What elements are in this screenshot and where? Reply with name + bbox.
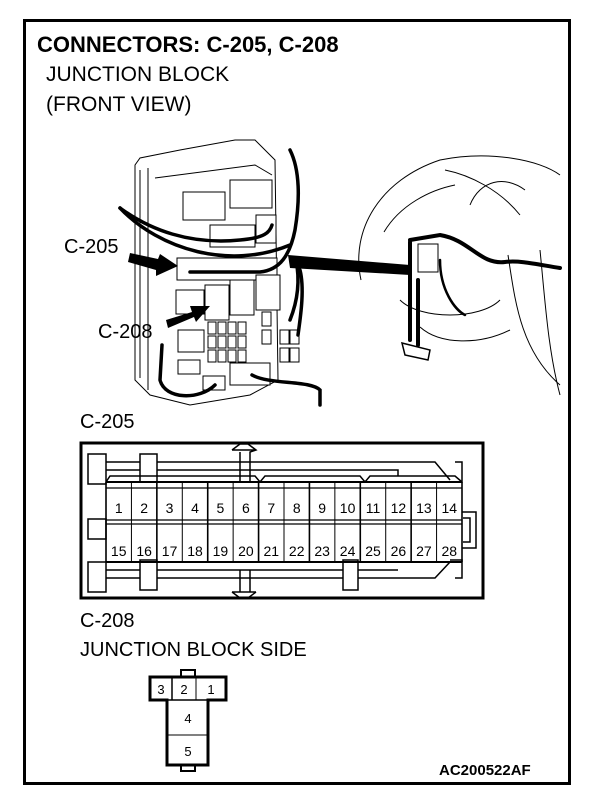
c208-pin-1: 1 [207,682,214,697]
c208-pin-labels: 3 2 1 4 5 [157,682,214,759]
c205-location-connector [417,243,439,273]
c208-relay [204,284,230,321]
subtitle-junction-block: JUNCTION BLOCK [46,63,230,86]
c205-housing [176,257,278,281]
c205-pin-23: 23 [314,543,330,559]
c208-pin-4: 4 [184,711,191,726]
c208-housing [148,675,228,767]
c205-pin-3: 3 [166,500,174,516]
steering-column-illustration [358,155,561,396]
c205-pin-5: 5 [217,500,225,516]
c205-pin-4: 4 [191,500,199,516]
c205-pin-21: 21 [263,543,279,559]
c205-pin-12: 12 [391,500,407,516]
diagram-title: CONNECTORS: C-205, C-208 [37,32,339,57]
c205-pin-15: 15 [111,543,127,559]
c205-pin-26: 26 [391,543,407,559]
c205-pin-16: 16 [136,543,152,559]
c205-pin-17: 17 [162,543,178,559]
c205-pin-18: 18 [187,543,203,559]
callout-c208-label: C-208 [98,321,153,343]
relay-upper-left [182,191,226,221]
c205-pin-6: 6 [242,500,250,516]
c208-pin-3: 3 [157,682,164,697]
c205-pin-10: 10 [340,500,356,516]
diagram-frame [23,19,571,785]
c208-pin-5: 5 [184,744,191,759]
c205-pin-9: 9 [318,500,326,516]
c205-section-label: C-205 [80,411,135,433]
c205-pin-7: 7 [267,500,275,516]
c208-pin-2: 2 [180,682,187,697]
c205-pin-11: 11 [366,500,381,516]
locator-pointer [288,255,410,275]
c205-pin-2: 2 [140,500,148,516]
c208-side-label: JUNCTION BLOCK SIDE [80,639,307,661]
subtitle-front-view: (FRONT VIEW) [46,93,192,116]
c205-pin-19: 19 [213,543,229,559]
c205-pin-27: 27 [416,543,432,559]
c205-pin-28: 28 [441,543,457,559]
c205-pin-1: 1 [115,500,123,516]
c208-arrow [166,306,210,328]
c205-pin-22: 22 [289,543,305,559]
callout-c205-label: C-205 [64,236,119,258]
c205-pin-14: 14 [441,500,457,516]
relay-upper-right [229,179,273,209]
c205-pin-8: 8 [293,500,301,516]
c208-section-label: C-208 [80,610,135,632]
c205-pin-13: 13 [416,500,432,516]
c205-arrow [128,253,178,276]
c205-pin-25: 25 [365,543,381,559]
figure-code: AC200522AF [439,762,531,779]
callout-arrows [128,253,210,328]
c205-pin-20: 20 [238,543,254,559]
c205-pin-24: 24 [340,543,356,559]
